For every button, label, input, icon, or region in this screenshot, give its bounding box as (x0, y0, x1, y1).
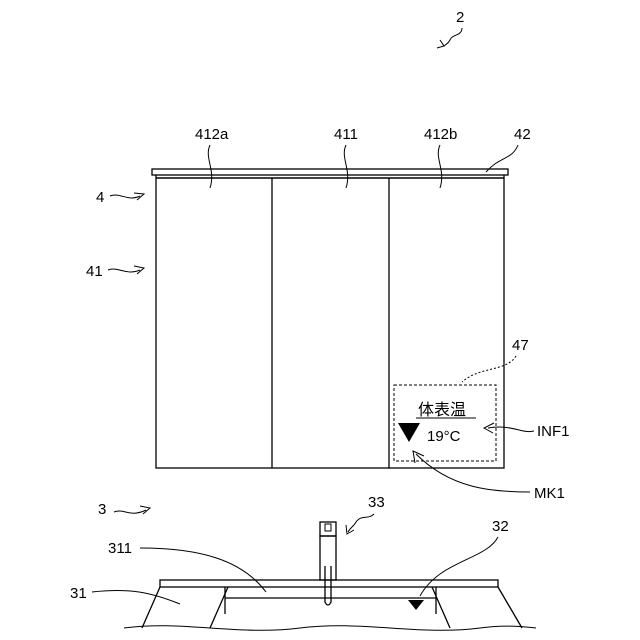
center-panel-label: 411 (334, 126, 358, 143)
basin-edge-label: 311 (108, 540, 132, 557)
sink-unit-leader (114, 510, 146, 513)
display-area-leader (462, 356, 516, 382)
marker-leader (416, 454, 530, 492)
vanity-right-inner (432, 587, 450, 628)
left-panel-label: 412a (195, 126, 229, 143)
faucet-leader (348, 514, 374, 532)
mirror-unit-leader (110, 195, 140, 198)
display-heading: 体表温 (418, 401, 466, 419)
left-panel-leader (208, 145, 211, 188)
counter-top (160, 580, 498, 587)
mirror-unit-label: 4 (96, 189, 104, 206)
vanity (124, 580, 536, 630)
figure-number-arrowhead (437, 40, 444, 48)
display-temperature: 19°C (427, 428, 461, 445)
floor-break-line (124, 626, 536, 631)
display-area-label: 47 (512, 337, 529, 354)
faucet-handle-cap (325, 524, 331, 531)
top-frame (152, 169, 508, 175)
vanity-label: 31 (70, 585, 87, 602)
drain-marker (408, 600, 424, 610)
mirror-body (156, 178, 504, 468)
basin-edge-leader (140, 548, 266, 592)
mirror-unit (152, 169, 508, 468)
center-panel-leader (344, 145, 347, 188)
mirror-body-leader (108, 269, 140, 272)
right-panel-label: 412b (424, 126, 457, 143)
info-leader (488, 427, 534, 432)
top-frame-leader (486, 145, 518, 172)
info-label: INF1 (537, 423, 570, 440)
faucet-label: 33 (368, 494, 385, 511)
marker-label: MK1 (534, 485, 565, 502)
faucet-spout (325, 566, 331, 605)
faucet-body (320, 536, 336, 580)
basin-label: 32 (492, 518, 509, 535)
top-frame-label: 42 (514, 126, 531, 143)
mirror-body-label: 41 (86, 263, 103, 280)
down-triangle-icon (398, 423, 420, 442)
figure-number-leader (444, 28, 462, 46)
right-panel-leader (438, 145, 441, 188)
vanity-right-outer (498, 587, 522, 628)
vanity-leader (92, 591, 180, 605)
sink-unit-label: 3 (98, 501, 106, 518)
figure-number-label: 2 (456, 9, 464, 26)
faucet (320, 522, 336, 605)
